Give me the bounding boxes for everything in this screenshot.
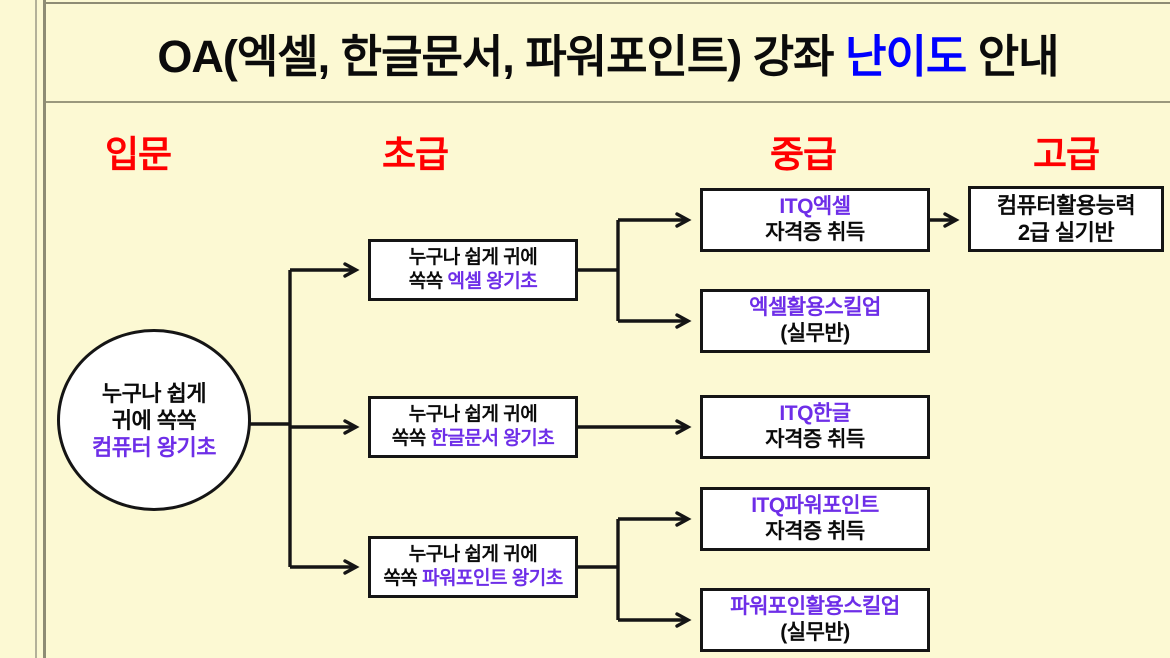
course-line2: 자격증 취득 bbox=[765, 520, 865, 543]
page-title-highlight: 난이도 bbox=[845, 30, 967, 82]
course-line2: (실무반) bbox=[780, 621, 850, 644]
course-node-itq-hangul: ITQ한글 자격증 취득 bbox=[700, 395, 930, 459]
course-line1: ITQ한글 bbox=[779, 402, 851, 425]
course-line1: 누구나 쉽게 귀에 bbox=[408, 247, 538, 268]
course-line1: ITQ파워포인트 bbox=[751, 494, 879, 517]
page-title-prefix: OA(엑셀, 한글문서, 파워포인트) 강좌 bbox=[157, 30, 846, 82]
course-line2: (실무반) bbox=[780, 322, 850, 345]
level-header-intro: 입문 bbox=[104, 134, 172, 175]
frame-vertical-line-inner bbox=[43, 0, 46, 658]
level-header-advanced: 고급 bbox=[1032, 134, 1100, 175]
course-line1: 컴퓨터활용능력 bbox=[996, 193, 1136, 218]
course-line2-prefix: 쏙쏙 bbox=[408, 271, 448, 292]
frame-top-border bbox=[46, 2, 1170, 4]
course-line1: ITQ엑셀 bbox=[779, 195, 851, 218]
level-header-intermediate: 중급 bbox=[769, 134, 837, 175]
entry-node-line1: 누구나 쉽게 bbox=[101, 380, 207, 406]
course-line1: 파워포인활용스킬업 bbox=[730, 595, 900, 618]
course-line2: 쏙쏙 엑셀 왕기초 bbox=[408, 270, 538, 294]
course-node-powerpoint-skill-up: 파워포인활용스킬업 (실무반) bbox=[700, 588, 930, 652]
course-line2: 자격증 취득 bbox=[765, 221, 865, 244]
course-line2: 2급 실기반 bbox=[1017, 220, 1115, 245]
course-line2-accent: 엑셀 왕기초 bbox=[447, 271, 538, 292]
page-title: OA(엑셀, 한글문서, 파워포인트) 강좌 난이도 안내 bbox=[46, 14, 1170, 90]
course-line2-prefix: 쏙쏙 bbox=[383, 568, 423, 589]
course-node-excel-basics: 누구나 쉽게 귀에 쏙쏙 엑셀 왕기초 bbox=[368, 239, 578, 301]
course-line1: 엑셀활용스킬업 bbox=[749, 296, 881, 319]
course-line1: 누구나 쉽게 귀에 bbox=[408, 544, 538, 565]
title-underline bbox=[46, 101, 1170, 103]
course-node-powerpoint-basics: 누구나 쉽게 귀에 쏙쏙 파워포인트 왕기초 bbox=[368, 536, 578, 598]
page-title-suffix: 안내 bbox=[966, 30, 1060, 82]
course-node-hangul-basics: 누구나 쉽게 귀에 쏙쏙 한글문서 왕기초 bbox=[368, 396, 578, 458]
entry-node-computer-basics: 누구나 쉽게 귀에 쏙쏙 컴퓨터 왕기초 bbox=[57, 329, 251, 511]
course-node-excel-skill-up: 엑셀활용스킬업 (실무반) bbox=[700, 289, 930, 353]
course-line2-accent: 한글문서 왕기초 bbox=[430, 428, 555, 449]
course-line2: 쏙쏙 파워포인트 왕기초 bbox=[383, 567, 563, 591]
entry-node-line3: 컴퓨터 왕기초 bbox=[91, 434, 217, 460]
course-line2: 쏙쏙 한글문서 왕기초 bbox=[391, 427, 555, 451]
course-node-computer-proficiency-level2: 컴퓨터활용능력 2급 실기반 bbox=[968, 186, 1164, 252]
course-node-itq-powerpoint: ITQ파워포인트 자격증 취득 bbox=[700, 487, 930, 551]
entry-node-line2: 귀에 쏙쏙 bbox=[111, 407, 197, 433]
course-node-itq-excel: ITQ엑셀 자격증 취득 bbox=[700, 188, 930, 252]
course-line2: 자격증 취득 bbox=[765, 428, 865, 451]
frame-vertical-line-outer bbox=[35, 0, 37, 658]
course-line2-prefix: 쏙쏙 bbox=[391, 428, 431, 449]
course-line2-accent: 파워포인트 왕기초 bbox=[422, 568, 563, 589]
course-line1: 누구나 쉽게 귀에 bbox=[408, 404, 538, 425]
level-header-beginner: 초급 bbox=[381, 134, 449, 175]
